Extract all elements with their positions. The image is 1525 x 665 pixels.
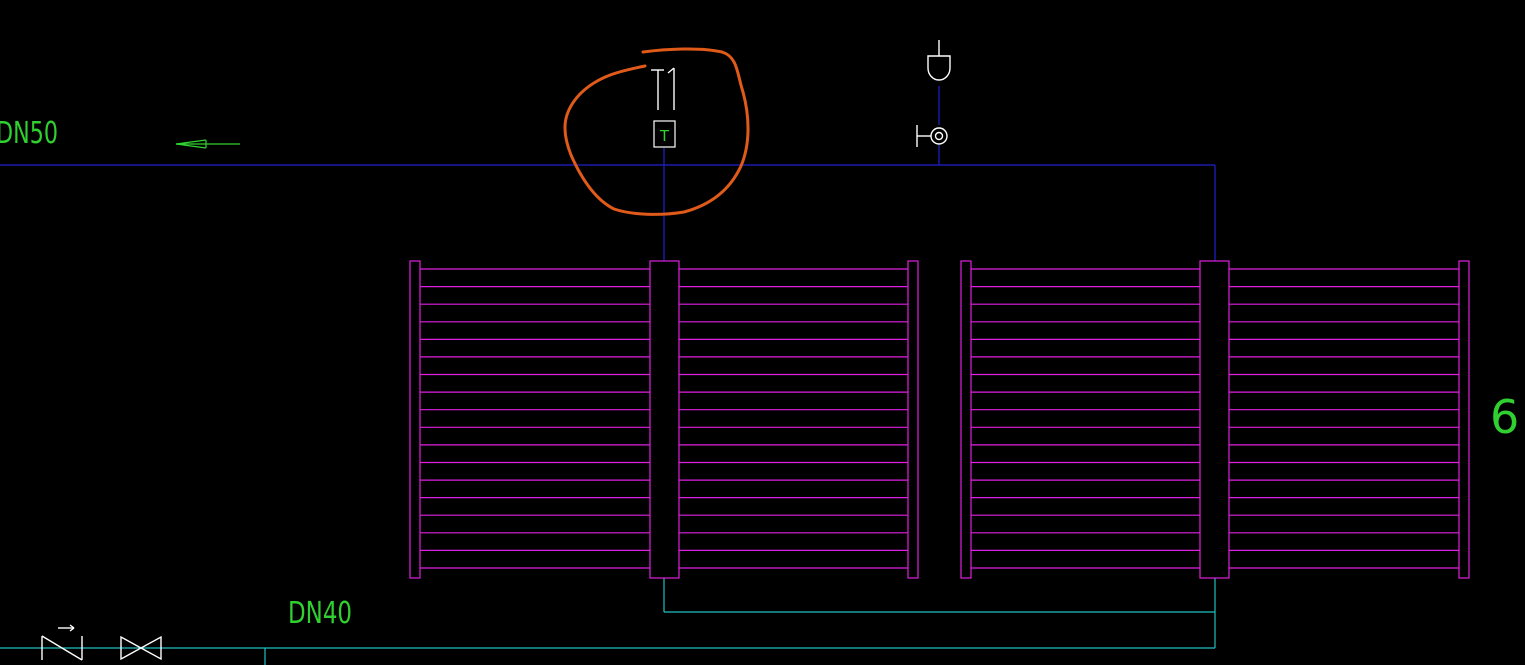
thermometer-icon[interactable]: [651, 67, 675, 110]
check-valve-icon[interactable]: [41, 624, 83, 661]
collector-end-cap: [409, 260, 421, 579]
solar-collector-array[interactable]: [409, 260, 1470, 579]
collector-end-cap: [907, 260, 919, 579]
collector-group-number: 6: [1490, 390, 1519, 444]
collector-end-cap: [1458, 260, 1470, 579]
supply-pipe: [0, 86, 1216, 261]
temperature-sensor-icon[interactable]: T: [653, 120, 676, 148]
collector-end-cap: [960, 260, 972, 579]
ball-valve-icon[interactable]: [916, 125, 948, 147]
collector-header-manifold: [1199, 260, 1230, 579]
return-pipe-size-label: DN40: [288, 596, 352, 631]
gate-valve-icon[interactable]: [120, 635, 162, 661]
air-vent-icon[interactable]: [927, 40, 951, 81]
markup-circle-annotation: [563, 47, 750, 216]
temperature-sensor-label: T: [659, 127, 670, 145]
return-pipe: [0, 578, 1216, 665]
collector-header-manifold: [649, 260, 680, 579]
flow-direction-arrow: [175, 139, 240, 149]
supply-pipe-size-label: DN50: [0, 116, 58, 151]
